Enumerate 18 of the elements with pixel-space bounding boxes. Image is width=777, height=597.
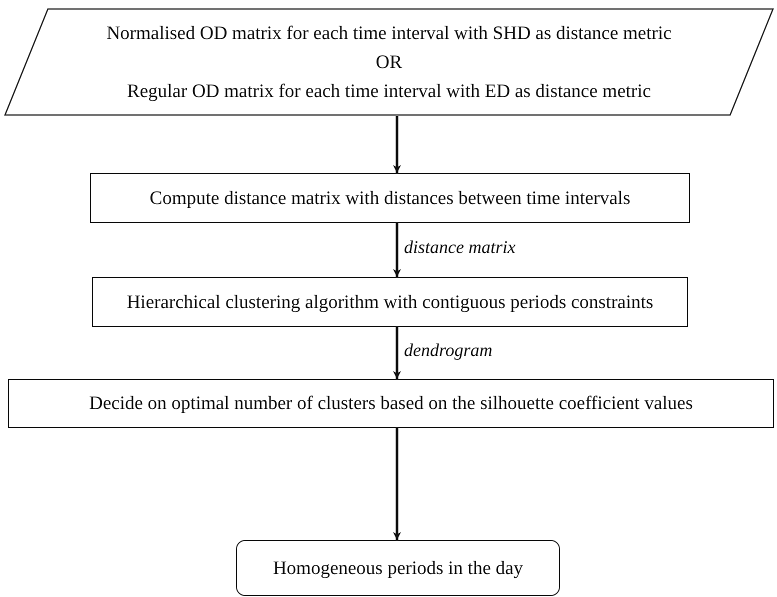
- terminal-box: [236, 540, 560, 596]
- arrow: [393, 223, 401, 277]
- process-box: [8, 379, 774, 428]
- arrow: [393, 116, 401, 173]
- edge-label: distance matrix: [404, 237, 516, 258]
- node-text: Hierarchical clustering algorithm with contiguous periods constraints: [126, 290, 654, 314]
- node-text: Decide on optimal number of clusters based on the silhouette coefficient values: [89, 392, 693, 416]
- process-box: [92, 277, 688, 327]
- input-parallelogram: [4, 8, 774, 116]
- process-box: [90, 173, 690, 223]
- node-text: Regular OD matrix for each time interval with ED as distance metric: [127, 80, 651, 104]
- arrow: [393, 428, 401, 540]
- node-text: Homogeneous periods in the day: [272, 556, 524, 580]
- edge-label: dendrogram: [404, 340, 492, 361]
- node-text: Normalised OD matrix for each time interval with SHD as distance metric: [106, 22, 672, 46]
- arrow: [393, 327, 401, 379]
- node-text: Compute distance matrix with distances between time intervals: [150, 186, 630, 210]
- node-text: OR: [376, 50, 402, 74]
